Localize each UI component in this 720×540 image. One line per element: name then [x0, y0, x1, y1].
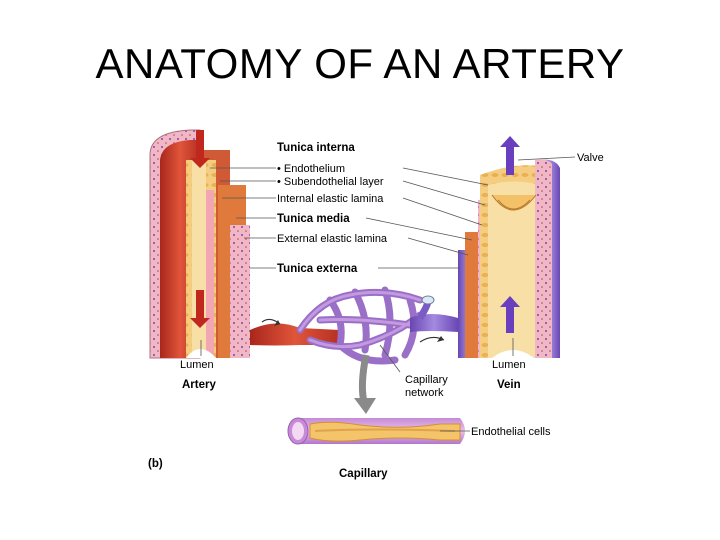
- capillary-tube: [287, 417, 465, 445]
- vein-cross-section: [458, 136, 560, 358]
- label-endothelium: • Endothelium: [277, 163, 345, 175]
- label-tunica-interna: Tunica interna: [277, 142, 355, 154]
- label-internal-elastic-lamina: Internal elastic lamina: [277, 193, 384, 205]
- label-capillary: Capillary: [339, 468, 388, 480]
- label-lumen-artery: Lumen: [180, 359, 214, 371]
- label-capillary-network-line2: network: [405, 387, 444, 399]
- label-capillary-network-line1: Capillary: [405, 374, 448, 386]
- label-endothelial-cells: Endothelial cells: [471, 426, 551, 438]
- label-tunica-media: Tunica media: [277, 213, 350, 225]
- label-panel-b: (b): [148, 458, 163, 470]
- label-artery: Artery: [182, 379, 216, 391]
- slide-title: ANATOMY OF AN ARTERY: [95, 40, 625, 87]
- zoom-arrow: [354, 354, 376, 414]
- leader-lines: [200, 156, 576, 432]
- label-subendothelial-layer: • Subendothelial layer: [277, 176, 384, 188]
- label-valve: Valve: [577, 152, 604, 164]
- artery-cross-section: [149, 129, 250, 359]
- label-vein: Vein: [497, 379, 521, 391]
- venule: [410, 295, 458, 343]
- capillary-network: [296, 286, 424, 365]
- label-lumen-vein: Lumen: [492, 359, 526, 371]
- label-tunica-externa: Tunica externa: [277, 263, 358, 275]
- label-external-elastic-lamina: External elastic lamina: [277, 233, 388, 245]
